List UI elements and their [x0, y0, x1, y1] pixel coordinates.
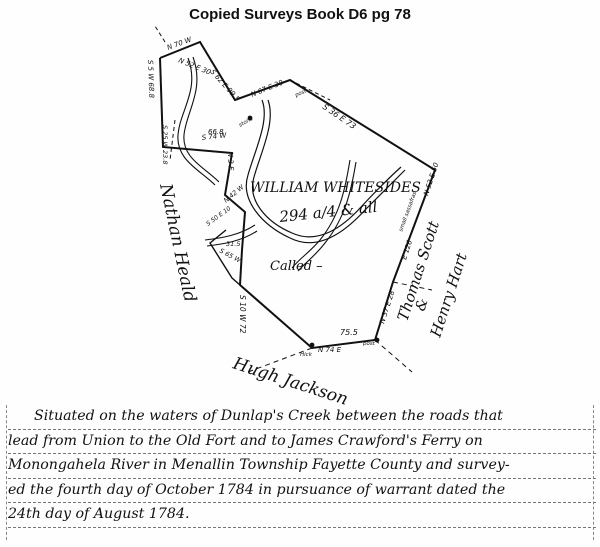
tract-owner-name: WILLIAM WHITESIDES [250, 180, 421, 196]
course-label: 66.8 [208, 128, 224, 136]
course-label: N 52 E 50 [422, 161, 440, 196]
description-right-border [593, 405, 594, 540]
course-label: S 5 W 68.8 [146, 60, 155, 99]
survey-description: Situated on the waters of Dunlap's Creek… [8, 405, 596, 528]
description-line: ed the fourth day of October 1784 in pur… [8, 479, 596, 503]
course-label: S 74 W [201, 131, 227, 142]
page-header: Copied Surveys Book D6 pg 78 [189, 6, 411, 23]
adjoiner-east-amp: & [413, 296, 432, 313]
creek-branch-southwest [204, 224, 256, 241]
creek-branch-east [291, 159, 351, 269]
boundary-inner-line [209, 229, 241, 286]
tract-called-label: Called – [270, 259, 323, 274]
course-label: S 10 W 72 [238, 295, 247, 334]
creek-branch-east-bank [297, 161, 357, 272]
creek-main-bank [252, 99, 402, 238]
marker-note: small sassafras [398, 191, 418, 233]
adjoiner-west: Nathan Heald [155, 181, 200, 304]
description-line: 24th day of August 1784. [8, 503, 596, 528]
course-label: E 126 [400, 239, 414, 261]
extension-line-west [169, 119, 176, 161]
extension-line-north [154, 25, 166, 43]
course-label: 75.5 [340, 328, 358, 337]
tract-acreage: 294 a/4 & all [278, 198, 379, 226]
creek-main [245, 99, 406, 244]
adjoiner-south: Hugh Jackson [230, 353, 351, 409]
course-label: N 67 E 30 [250, 78, 285, 98]
creek-branch-north [177, 57, 216, 186]
corner-marker-post [374, 337, 380, 343]
course-label: S 36 E 73 [321, 102, 358, 131]
course-label: N 3 E [226, 152, 235, 171]
corner-marker-stone [247, 115, 253, 121]
course-label: S 62 E 99.5 [209, 68, 242, 104]
extension-line-northeast [289, 79, 331, 101]
creek-branch-north-bank [183, 56, 220, 183]
marker-note: Hick [300, 352, 313, 358]
course-label: S 25 W 23.8 [161, 125, 169, 165]
extension-line-south [247, 347, 313, 373]
marker-note: post [293, 88, 308, 99]
creek-branch-southwest-bank [206, 230, 258, 247]
course-label: N 74 E [318, 346, 342, 354]
corner-marker-hickory [309, 342, 315, 348]
extension-line-east [392, 281, 433, 291]
course-label: 31.5 [226, 240, 240, 248]
extension-line-southeast [374, 339, 413, 373]
course-label: N 52 E 30 [177, 56, 212, 76]
description-line: Monongahela River in Menallin Township F… [8, 454, 596, 479]
course-label: S 50 E 10 [205, 205, 232, 228]
description-line: Situated on the waters of Dunlap's Creek… [8, 405, 596, 430]
description-line: lead from Union to the Old Fort and to J… [8, 430, 596, 454]
course-label: N 37 E 28 [378, 289, 396, 324]
adjoiner-east-bottom: Henry Hart [426, 250, 471, 340]
marker-note: post [362, 341, 376, 347]
description-left-border [6, 405, 7, 540]
